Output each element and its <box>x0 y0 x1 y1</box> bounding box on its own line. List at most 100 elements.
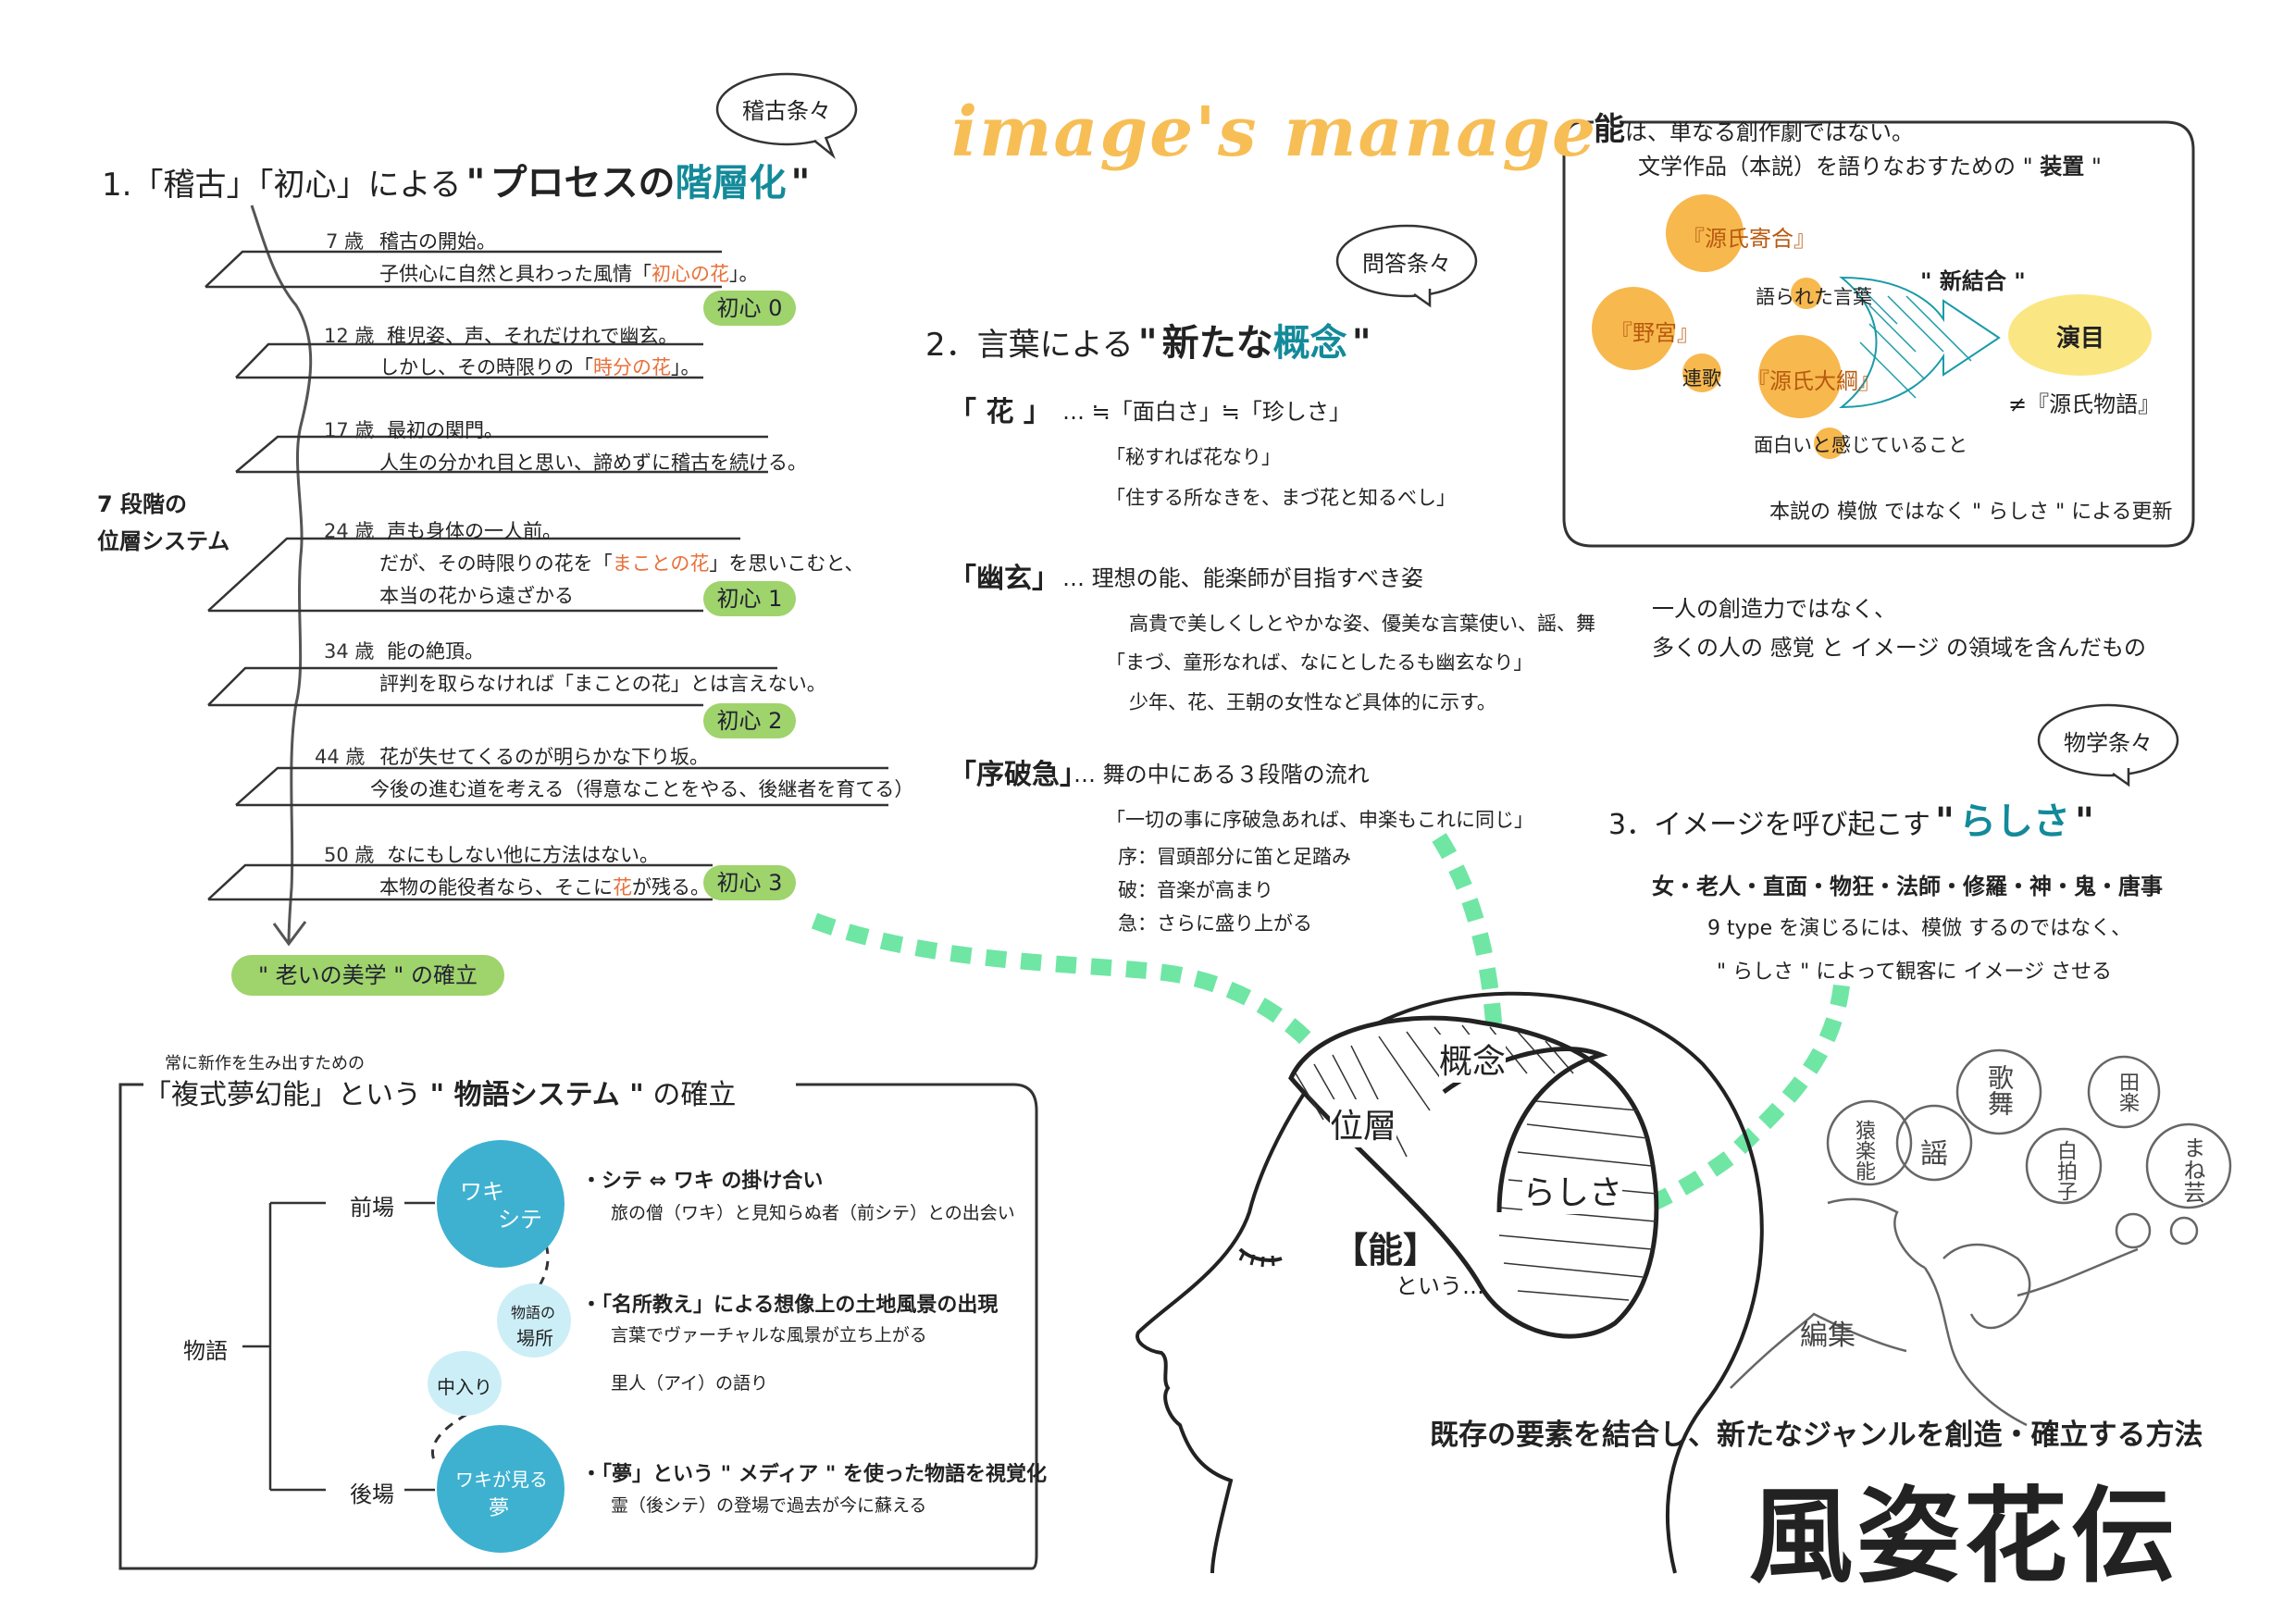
section1-number-label: 1.「稽古」「初心」による <box>102 167 462 204</box>
step-line2: しかし、その時限りの「時分の花」。 <box>379 353 701 380</box>
timeline-arrowhead <box>272 921 307 947</box>
yugen-line: 少年、花、王朝の女性など具体的に示す。 <box>1129 691 1496 713</box>
step-line1: 最初の関門。 <box>387 419 503 441</box>
step-line1: 稽古の開始。 <box>379 230 496 253</box>
badge-shoshin-0: 初心 0 <box>703 291 796 326</box>
label-katarareta: 語られた言葉 <box>1756 286 1872 308</box>
section4-pre-label: 常に新作を生み出すための <box>165 1054 365 1073</box>
head-profile <box>1136 991 1764 1574</box>
noh-box-title: 能は、単なる創作劇ではない。 <box>1594 104 1914 149</box>
circle-waki-shite <box>437 1140 565 1268</box>
point2-sub: 言葉でヴァーチャルな風景が立ち上がる <box>611 1325 927 1345</box>
section1-heading: 1.「稽古」「初心」による " プロセスの階層化 " <box>102 153 810 206</box>
step-line2-pre: 子供心に自然と具わった風情「 <box>379 263 652 285</box>
circle-genji-yose <box>1666 194 1744 272</box>
step-line2-post: が残る。 <box>632 876 710 899</box>
mid-right-line2: 多くの人の 感覚 と イメージ の領域を含んだもの <box>1652 635 2147 661</box>
step-line2: 本物の能役者なら、そこに花が残る。 <box>379 873 710 900</box>
bubble-monogaku: 物学条々 <box>2064 730 2153 756</box>
section4-title-pre: 「複式夢幻能」という <box>143 1079 421 1111</box>
step-line2-post: 」を思いこむと、 <box>709 552 864 575</box>
section2-title-a: 新たな <box>1161 322 1273 365</box>
step-line2: 子供心に自然と具わった風情「初心の花」。 <box>379 259 759 287</box>
section3-open-quote: " <box>1934 800 1955 843</box>
head-label-gainen: 概念 <box>1439 1035 1507 1083</box>
step-age: 7 歳 <box>326 230 365 253</box>
step-line2: 人生の分かれ目と思い、諦めずに稽古を続ける。 <box>379 452 807 474</box>
point1-sub: 旅の僧（ワキ）と見知らぬ者（前シテ）との出会い <box>611 1203 1015 1223</box>
mid-right-line1: 一人の創造力ではなく、 <box>1652 596 1896 622</box>
doodle-utai: 謡 <box>1920 1138 1948 1171</box>
head-label-noh: 【能】 <box>1333 1230 1439 1271</box>
noh-box-sub: 文学作品（本説）を語りなおすための " 装置 " <box>1638 154 2102 180</box>
point4-title: ・「夢」という " メディア " を使った物語を視覚化 <box>581 1463 1048 1486</box>
section3-line2: 9 type を演じるには、模倣 するのではなく、 <box>1707 917 2132 940</box>
hana-line: 「住する所なきを、まづ花と知るべし」 <box>1106 487 1456 509</box>
doodle-henshu: 編集 <box>1800 1320 1855 1352</box>
step-line1: 能の絶頂。 <box>387 640 484 663</box>
label-yume: 夢 <box>489 1497 510 1520</box>
doodle-figure <box>1730 1048 2232 1427</box>
johakyu-line: 「一切の事に序破急あれば、申楽もこれに同じ」 <box>1106 809 1533 831</box>
section1-title-a: プロセスの <box>490 162 676 205</box>
label-not-genji: ≠『源氏物語』 <box>2008 391 2161 417</box>
brain-regions <box>1288 1015 1659 1339</box>
point3-sub: 里人（アイ）の語り <box>611 1373 769 1394</box>
section2-title-b: 概念 <box>1272 322 1347 365</box>
label-maeba: 前場 <box>350 1195 394 1221</box>
section2-open-quote: " <box>1137 322 1158 365</box>
label-waki: ワキ <box>460 1179 504 1205</box>
point1-title: ・シテ ⇔ ワキ の掛け合い <box>581 1170 824 1193</box>
section1-title-b: 階層化 <box>675 162 787 205</box>
label-omoshiroi: 面白いと感じていること <box>1754 434 1967 456</box>
step-line2-pre: 本物の能役者なら、そこに <box>379 876 613 899</box>
label-renga: 連歌 <box>1682 367 1721 390</box>
term-yugen: 「幽玄」 <box>949 563 1060 595</box>
footer-big-title: 風姿花伝 <box>1749 1476 2178 1597</box>
story-tree <box>242 1201 435 1492</box>
circle-basho <box>497 1283 571 1357</box>
step-age: 34 歳 <box>324 640 375 663</box>
doodle-maneru: まね芸 <box>2179 1136 2205 1203</box>
step-age: 44 歳 <box>315 746 366 768</box>
label-genji-taiko: 『源氏大綱』 <box>1747 368 1880 394</box>
step-line2-em: 花 <box>613 876 632 899</box>
noh-box-border <box>1562 120 2195 548</box>
noh-box-sub-em: 装置 <box>2040 154 2085 180</box>
gloss-johakyu: … 舞の中にある３段階の流れ <box>1074 762 1370 787</box>
step-line1: 稚児姿、声、それだけれで幽玄。 <box>387 325 678 347</box>
badge-shoshin-3: 初心 3 <box>703 865 796 900</box>
gloss-hana: … ≒「面白さ」≒「珍しさ」 <box>1062 399 1351 425</box>
yugen-line: 高貴で美しくしとやかな姿、優美な言葉使い、謡、舞 <box>1129 613 1595 635</box>
head-label-rashisa: らしさ <box>1522 1166 1623 1214</box>
bubble-keiko: 稽古条々 <box>742 98 831 124</box>
bubbles <box>715 72 2179 787</box>
circle-enmoku <box>2008 294 2152 376</box>
section4-title-post: の確立 <box>652 1079 737 1111</box>
section1-close-quote: " <box>790 162 811 205</box>
yugen-line: 「まづ、童形なれば、なにとしたるも幽玄なり」 <box>1106 651 1533 674</box>
section3-title: らしさ <box>1958 800 2070 843</box>
label-waki-ga-miru: ワキが見る <box>455 1469 548 1491</box>
circle-genji-taiko <box>1758 335 1842 418</box>
circle-renga <box>1682 353 1721 392</box>
section3-close-quote: " <box>2075 800 2094 843</box>
step-age: 24 歳 <box>324 520 375 542</box>
noh-box-title-a: 能 <box>1594 111 1625 148</box>
label-genji-yose: 『源氏寄合』 <box>1682 226 1816 252</box>
point2-title: ・「名所教え」による想像上の土地風景の出現 <box>581 1294 999 1317</box>
shin-ketsugo-arrow <box>1839 276 2001 409</box>
step-line2-pre: だが、その時限りの花を「 <box>379 552 613 575</box>
step-line2-post: 」。 <box>729 263 759 285</box>
step-line2: だが、その時限りの花を「まことの花」を思いこむと、 <box>379 549 864 576</box>
johakyu-line: 破：音楽が高まり <box>1118 879 1273 901</box>
section1-open-quote: " <box>465 162 486 205</box>
section3-types: 女・老人・直面・物狂・法師・修羅・神・鬼・唐事 <box>1652 874 2163 899</box>
circle-katarareta <box>1791 278 1822 309</box>
section4-heading: 「複式夢幻能」という " 物語システム " の確立 <box>143 1072 737 1112</box>
bubble-mondo: 問答条々 <box>1362 251 1451 277</box>
section3-line3: " らしさ " によって観客に イメージ させる <box>1717 961 2113 984</box>
noh-box-title-b: は、単なる創作劇ではない。 <box>1625 119 1914 145</box>
label-shin-ketsugo: " 新結合 " <box>1920 268 2026 294</box>
